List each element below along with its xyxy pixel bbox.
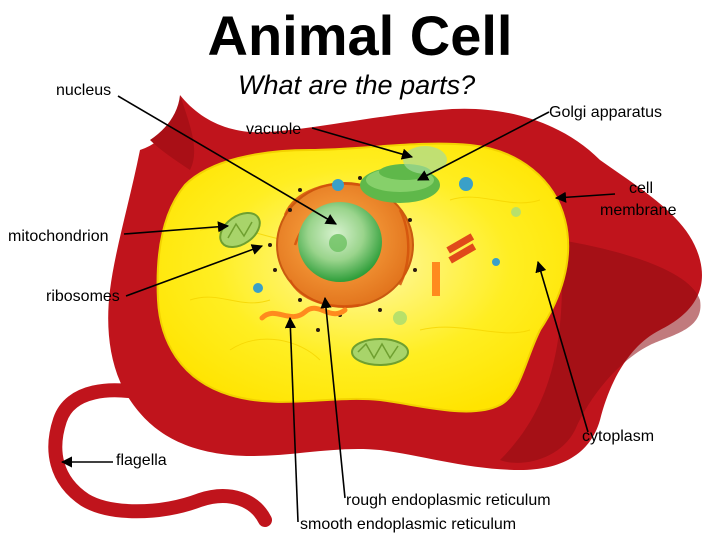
label-cell-membrane-line1: cell [629, 180, 654, 197]
cytoskeleton-fibres [189, 196, 541, 361]
smooth-er-shape [259, 305, 348, 321]
pointer-arrows [60, 95, 616, 523]
arrow-golgi [417, 111, 550, 181]
label-cell-membrane-line2: membrane [600, 202, 677, 219]
flagella-shape [48, 383, 272, 527]
label-smooth-endoplasmic-reticulum: smooth endoplasmic reticulum [300, 516, 517, 533]
arrow-nucleus [117, 95, 337, 225]
arrow-smooth-er [284, 316, 299, 523]
label-flagella: flagella [116, 452, 167, 469]
arrow-ribosomes [125, 244, 264, 297]
arrow-vacuole [311, 127, 414, 160]
centriole-shapes [432, 233, 477, 296]
arrow-rough-er [320, 296, 346, 499]
nucleolus [329, 234, 347, 252]
label-mitochondrion: mitochondrion [8, 228, 109, 245]
label-rough-endoplasmic-reticulum: rough endoplasmic reticulum [346, 492, 551, 509]
arrow-cytoplasm [535, 260, 589, 433]
label-ribosomes: ribosomes [46, 288, 120, 305]
arrow-cell-membrane [554, 191, 616, 203]
membrane-shadow [500, 240, 701, 463]
label-vacuole: vacuole [246, 121, 302, 138]
membrane-shadow-top [150, 95, 195, 170]
label-golgi-apparatus: Golgi apparatus [549, 104, 662, 121]
label-cytoplasm: cytoplasm [582, 428, 655, 445]
label-nucleus: nucleus [56, 82, 112, 99]
vesicles [253, 177, 521, 325]
mitochondrion-left-shape [219, 211, 261, 249]
mitochondrion-bottom-shape [351, 338, 409, 366]
arrow-mitochondrion [123, 221, 230, 235]
page-title: Animal Cell [207, 4, 513, 67]
page-subtitle: What are the parts? [238, 70, 476, 100]
